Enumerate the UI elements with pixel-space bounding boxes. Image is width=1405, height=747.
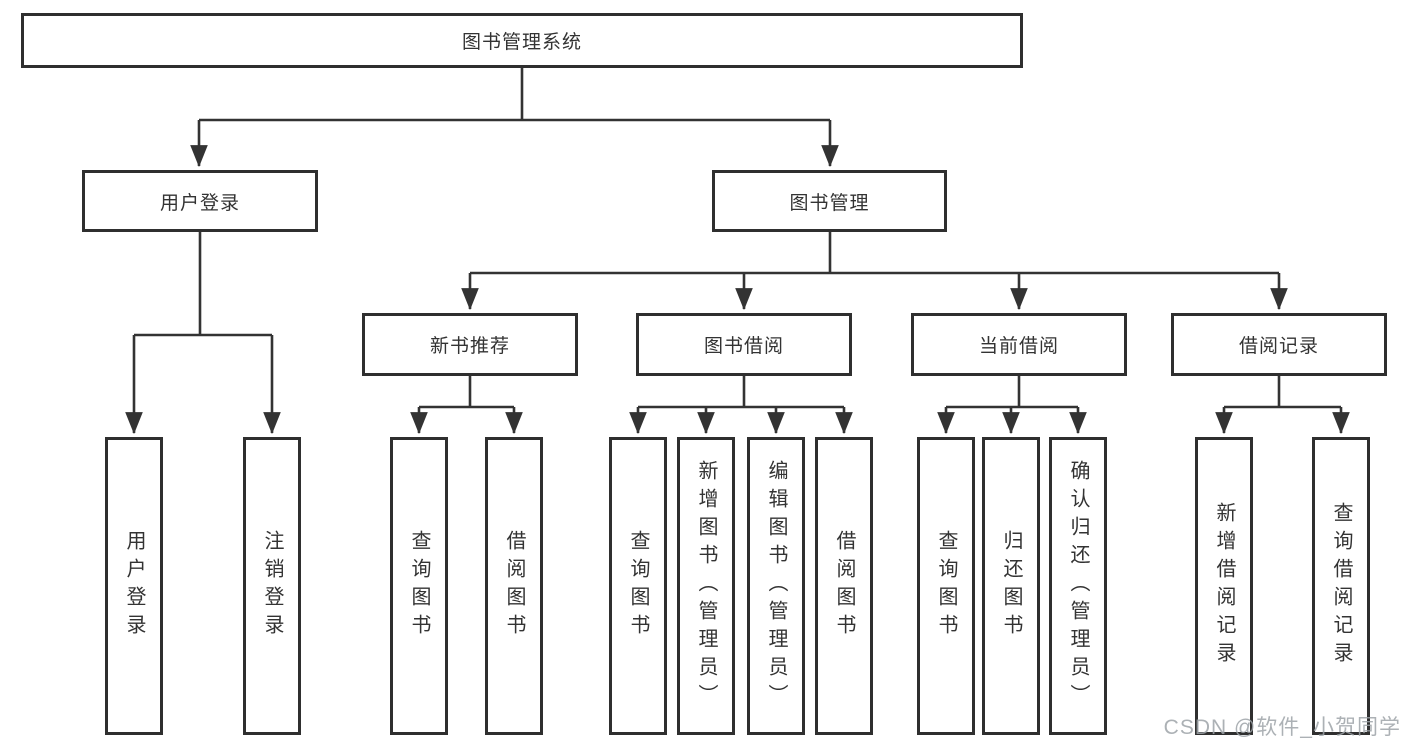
node-borrow-record-label: 借阅记录 — [1238, 336, 1319, 357]
leaf-newbook-query-books: 查询图书 — [390, 437, 448, 735]
leaf-newbook-borrow-books-label: 借阅图书 — [503, 530, 525, 642]
leaf-edit-books-admin: 编辑图书（管理员） — [747, 437, 805, 735]
node-root-label: 图书管理系统 — [461, 32, 582, 53]
leaf-logout: 注销登录 — [243, 437, 301, 735]
node-user-login-label: 用户登录 — [159, 192, 240, 214]
node-new-book-recommend: 新书推荐 — [362, 313, 578, 376]
leaf-return-books-label: 归还图书 — [1000, 530, 1022, 642]
leaf-logout-label: 注销登录 — [261, 530, 283, 642]
leaf-borrow-books-label: 借阅图书 — [833, 530, 855, 642]
leaf-current-query-books-label: 查询图书 — [935, 530, 957, 642]
node-book-borrow-label: 图书借阅 — [703, 336, 784, 357]
leaf-add-books-admin-label: 新增图书（管理员） — [695, 460, 717, 712]
node-root: 图书管理系统 — [21, 13, 1023, 68]
leaf-return-books: 归还图书 — [982, 437, 1040, 735]
leaf-confirm-return-admin: 确认归还（管理员） — [1049, 437, 1107, 735]
leaf-edit-books-admin-label: 编辑图书（管理员） — [765, 460, 787, 712]
leaf-add-books-admin: 新增图书（管理员） — [677, 437, 735, 735]
leaf-add-borrow-record: 新增借阅记录 — [1195, 437, 1253, 735]
leaf-user-login-label: 用户登录 — [123, 530, 145, 642]
leaf-newbook-query-books-label: 查询图书 — [408, 530, 430, 642]
leaf-newbook-borrow-books: 借阅图书 — [485, 437, 543, 735]
watermark: CSDN @软件_小贺同学 — [1163, 716, 1401, 739]
node-user-login: 用户登录 — [82, 170, 318, 232]
node-current-borrow: 当前借阅 — [911, 313, 1127, 376]
node-book-management: 图书管理 — [712, 170, 947, 232]
leaf-user-login: 用户登录 — [105, 437, 163, 735]
leaf-current-query-books: 查询图书 — [917, 437, 975, 735]
node-book-borrow: 图书借阅 — [636, 313, 852, 376]
leaf-add-borrow-record-label: 新增借阅记录 — [1213, 502, 1235, 670]
node-book-management-label: 图书管理 — [789, 192, 870, 214]
leaf-borrow-books: 借阅图书 — [815, 437, 873, 735]
node-current-borrow-label: 当前借阅 — [978, 336, 1059, 357]
node-borrow-record: 借阅记录 — [1171, 313, 1387, 376]
leaf-query-borrow-record-label: 查询借阅记录 — [1330, 502, 1352, 670]
leaf-confirm-return-admin-label: 确认归还（管理员） — [1067, 460, 1089, 712]
leaf-borrow-query-books-label: 查询图书 — [627, 530, 649, 642]
leaf-query-borrow-record: 查询借阅记录 — [1312, 437, 1370, 735]
node-new-book-recommend-label: 新书推荐 — [429, 336, 510, 357]
leaf-borrow-query-books: 查询图书 — [609, 437, 667, 735]
